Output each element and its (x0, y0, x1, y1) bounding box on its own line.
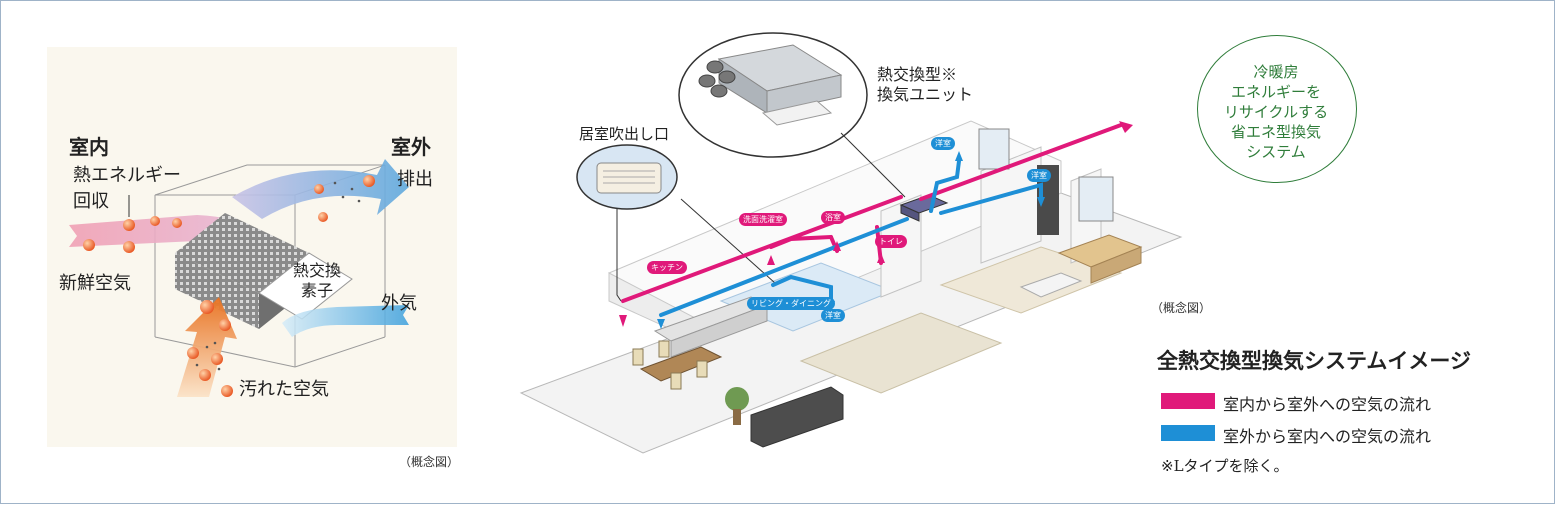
exhaust-outlet-arrow (1119, 121, 1133, 133)
legend-note: ※Lタイプを除く。 (1161, 457, 1289, 475)
tag-western-room-3: 洋室 (821, 309, 845, 322)
unit-leader-line (840, 132, 906, 198)
supply-arrow-4 (657, 319, 665, 329)
unit-ducts (698, 60, 736, 98)
air-particles (83, 175, 375, 397)
lounge-chair (1019, 272, 1083, 298)
dining-table (639, 346, 723, 382)
legend-title: 全熱交換型換気システムイメージ (1157, 348, 1471, 373)
legend-swatch-supply (1161, 425, 1215, 441)
window-1 (978, 128, 1010, 170)
outside-air-label: 外気 (381, 293, 417, 314)
badge-line4: 省エネ型換気 (1230, 123, 1321, 141)
western-room-floor (939, 246, 1123, 314)
badge-line2: エネルギーを (1230, 83, 1321, 101)
tag-washroom: 洗面洗濯室 (739, 213, 787, 226)
bath-arrow (833, 241, 841, 251)
unit-callout-line2: 換気ユニット (877, 85, 974, 104)
house-ventilation-illustration (519, 32, 1183, 454)
outlet-leader-line (616, 209, 622, 302)
right-caption: （概念図） (1151, 301, 1212, 315)
washroom-arrow (767, 255, 775, 265)
badge-line3: リサイクルする (1223, 103, 1329, 121)
dust-dots (195, 181, 361, 371)
badge-line5: システム (1246, 143, 1306, 161)
outlet-leader-line-2 (680, 198, 776, 284)
dining-chairs (632, 340, 708, 390)
outlet-vent (596, 162, 662, 194)
fresh-air-label: 新鮮空気 (59, 273, 131, 294)
central-unit-side (900, 204, 920, 222)
outlet-louvers (603, 170, 655, 184)
tag-toilet: トイレ (875, 235, 907, 248)
sofa (750, 386, 844, 448)
tatami-floor (799, 312, 1003, 394)
tag-western-room-1: 洋室 (931, 137, 955, 150)
exhaust-label: 排出 (397, 169, 433, 190)
window-2 (1078, 176, 1114, 222)
exhaust-inlet-arrow (619, 315, 627, 327)
kitchen-counter-front (670, 304, 768, 358)
outside-air-arrow (282, 305, 409, 337)
legend-swatch-exhaust (1161, 393, 1215, 409)
unit-callout-line1: 熱交換型※ (877, 65, 958, 84)
unit-grille (761, 100, 833, 126)
door (1037, 165, 1059, 235)
heat-exchange-element (175, 213, 353, 329)
unit-body-front (766, 74, 842, 114)
badge-line1: 冷暖房 (1253, 63, 1299, 81)
plant (725, 387, 749, 411)
element-label-line1: 熱交換 (293, 261, 342, 280)
heat-recovery-label-line1: 熱エネルギー (73, 165, 181, 186)
heat-exchanger-illustration (69, 159, 409, 397)
outdoor-label: 室外 (391, 135, 431, 159)
legend-label-supply: 室外から室内への空気の流れ (1223, 427, 1432, 446)
energy-saving-badge (1197, 35, 1357, 183)
left-caption: （概念図） (399, 455, 460, 469)
supply-arrow-1 (1037, 197, 1045, 207)
bed-side (1090, 246, 1142, 284)
indoor-label: 室内 (69, 135, 109, 159)
element-label-line2: 素子 (301, 281, 334, 300)
toilet-arrow (877, 253, 885, 263)
tag-kitchen: キッチン (647, 261, 687, 274)
tag-western-room-2: 洋室 (1027, 169, 1051, 182)
tag-living-dining: リビング・ダイニング (747, 297, 835, 310)
heat-recovery-label-line2: 回収 (73, 191, 109, 212)
legend-label-exhaust: 室内から室外への空気の流れ (1223, 395, 1432, 414)
dirty-air-label: 汚れた空気 (239, 379, 329, 400)
supply-ducts (659, 159, 1043, 317)
outlet-callout-label: 居室吹出し口 (579, 125, 670, 143)
supply-arrow-2 (955, 151, 963, 161)
heat-exchange-concept-panel: 室内 室外 熱エネルギー 回収 排出 新鮮空気 熱交換 素子 外気 汚れた空気 (47, 47, 457, 447)
tag-bath: 浴室 (821, 211, 845, 224)
plant-pot (733, 409, 741, 425)
